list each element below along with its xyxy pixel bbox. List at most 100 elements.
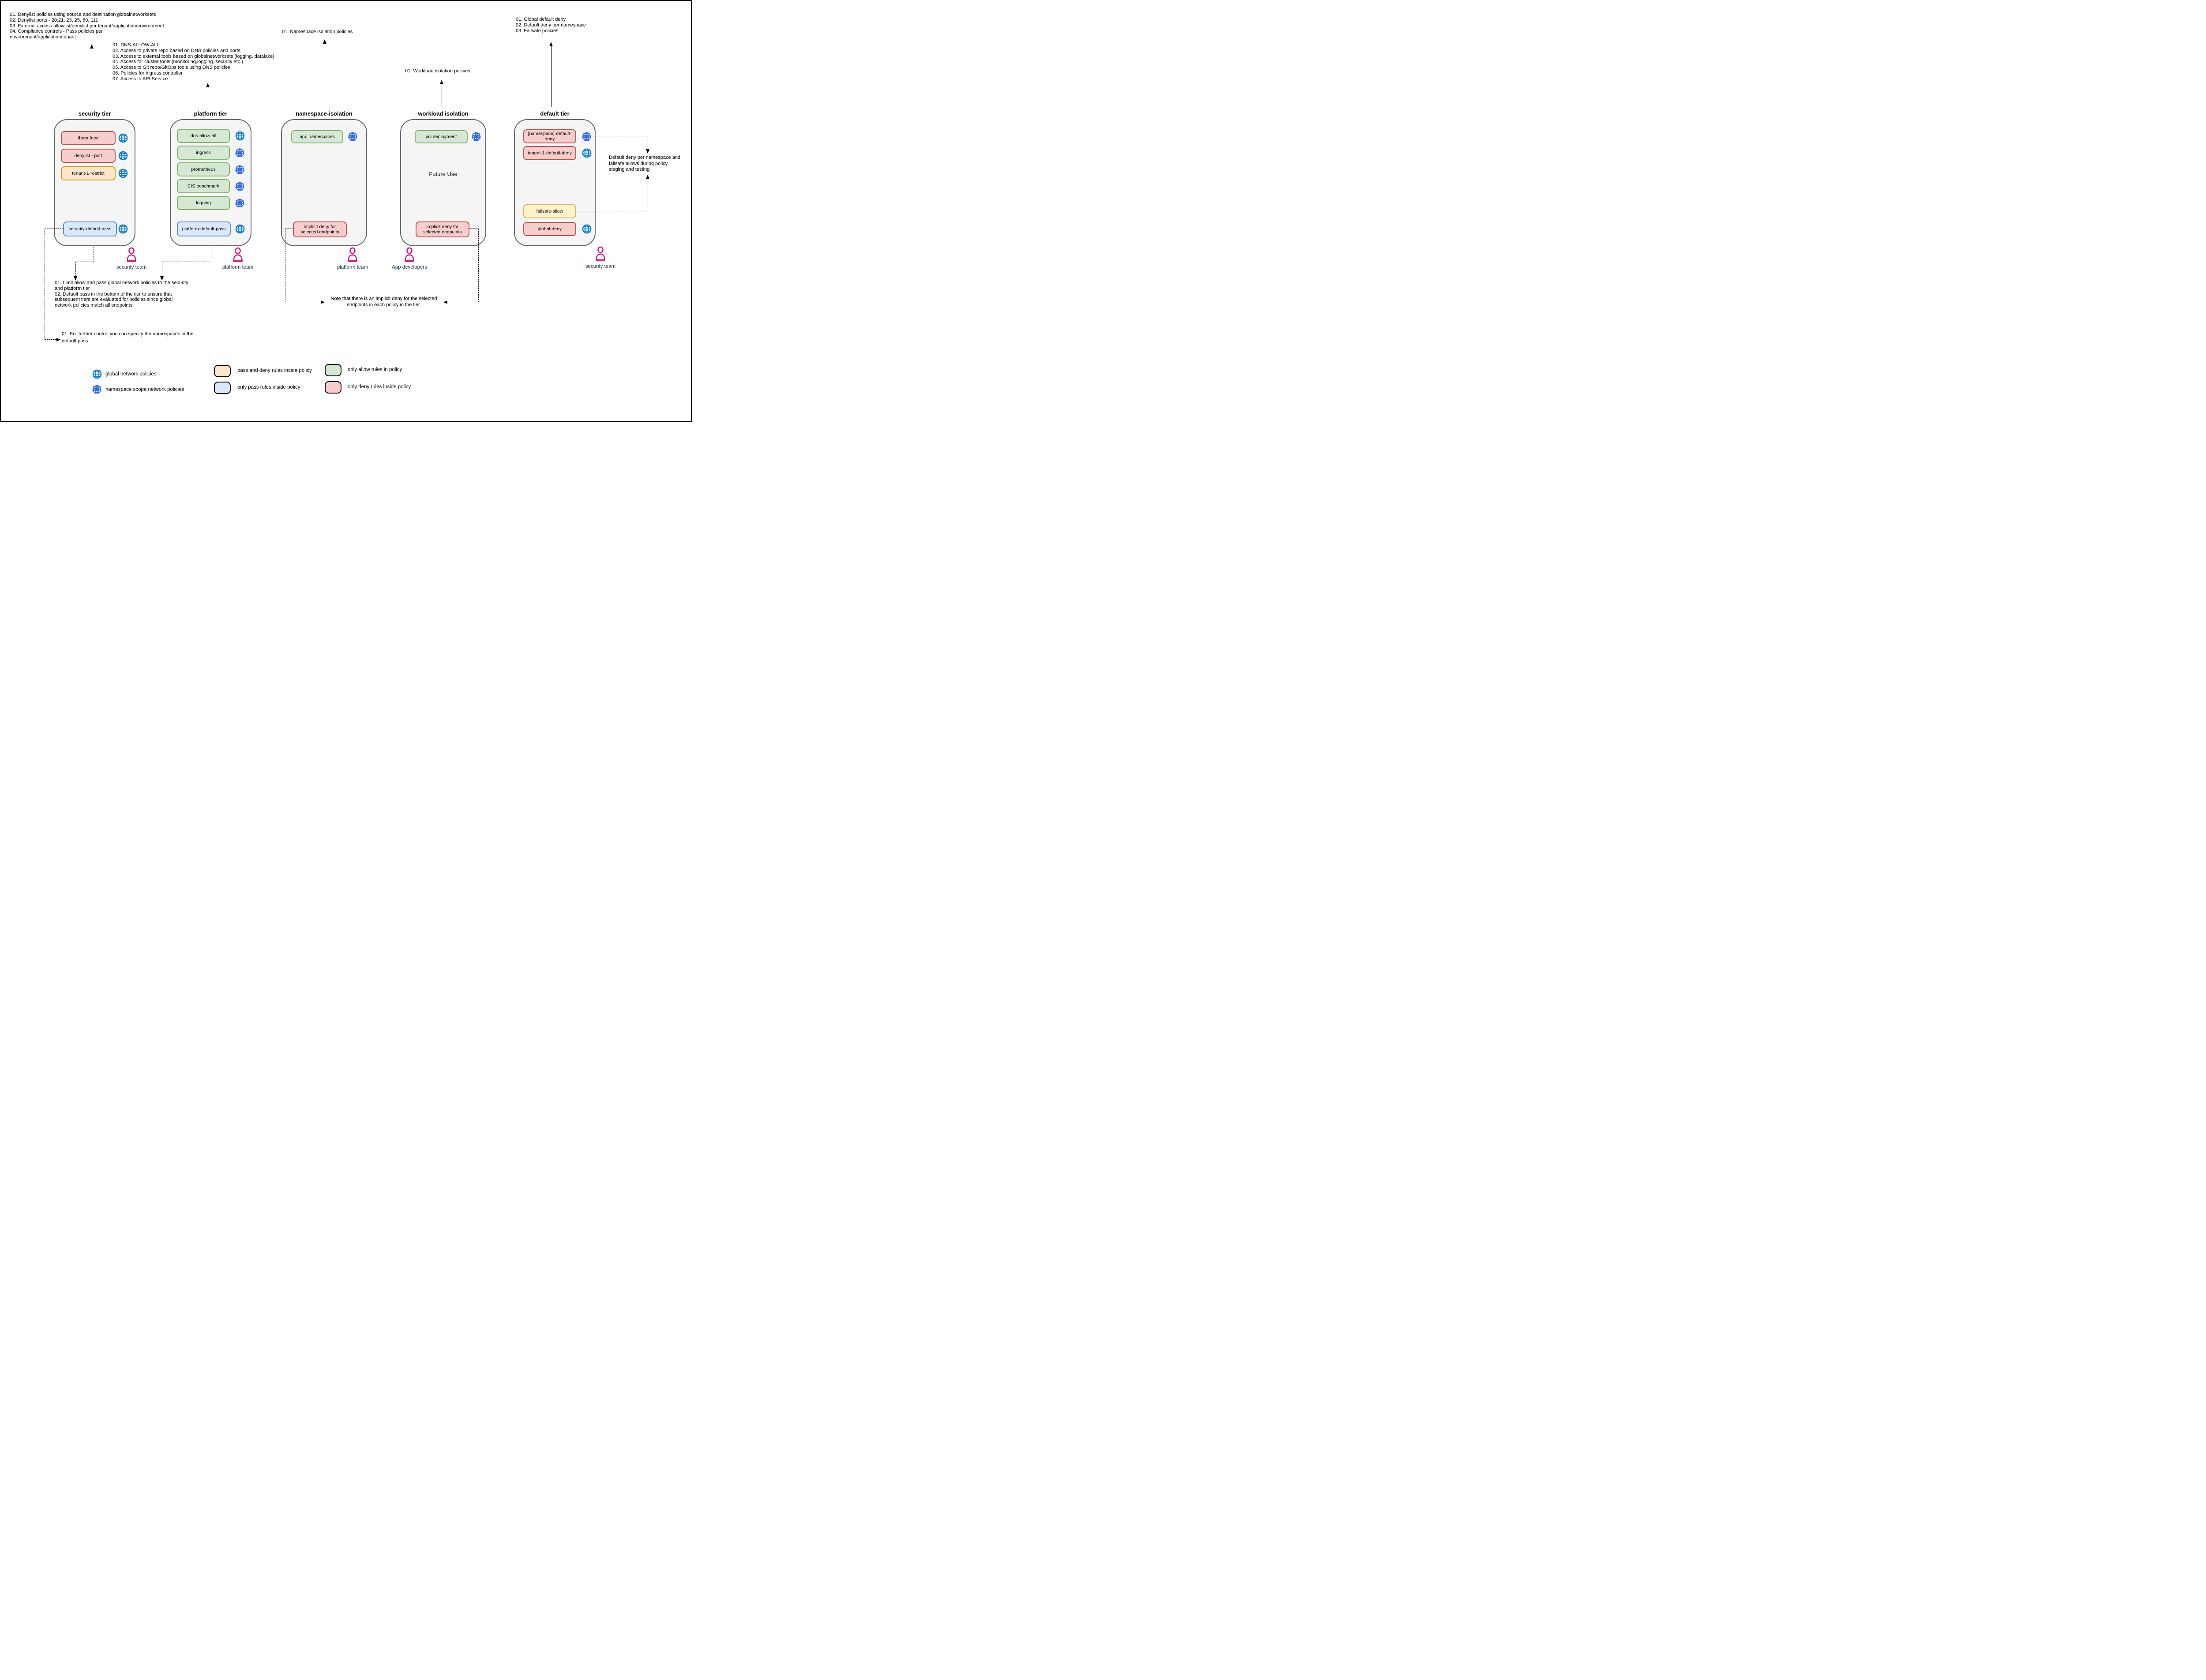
legend-label-pass-deny: pass and deny rules inside policy — [237, 368, 312, 373]
legend-label-deny: only deny rules inside policy — [348, 384, 411, 390]
team-label-security-2: security team — [585, 264, 616, 269]
arrowhead-up-icon — [549, 42, 553, 46]
tier-title-platform: platform tier — [194, 110, 228, 117]
legend-swatch-pass-deny — [214, 365, 231, 377]
note-line: endpoints in each policy in the tier. — [346, 302, 421, 308]
policy-cis-benchmark: CIS benchmark — [177, 179, 230, 193]
namespace-icon — [235, 198, 245, 208]
arrowhead-up-icon — [646, 175, 649, 179]
annotation-line: 01. Global default deny — [516, 17, 566, 22]
team-label-app-developers: App developers — [392, 265, 427, 270]
globe-icon — [235, 131, 245, 141]
annotation-line: 01. Namespace isolation policies — [282, 29, 353, 34]
legend-swatch-allow — [325, 364, 341, 376]
policy-pci-deployment: pci deployment — [415, 130, 468, 143]
note-line: 02. Default pass in the bottom of the ti… — [55, 291, 172, 297]
legend-label-namespace: namespace scope network policies — [105, 387, 184, 392]
arrow-default-annotation — [551, 46, 552, 107]
note-line: failsafe allows during policy — [609, 161, 668, 166]
annotation-line: 01. DNS-ALLOW-ALL — [113, 42, 160, 48]
legend-label-allow: only allow rules in policy — [348, 367, 402, 372]
tier-title-namespace-isolation: namespace-isolation — [296, 110, 353, 117]
annotation-line: 02. Denylist ports - 20:21, 23, 25, 69, … — [10, 17, 98, 23]
globe-icon — [118, 224, 128, 234]
tier-title-workload-isolation: workload isolation — [418, 110, 469, 117]
note-limit-allow-pass: 01. Limit allow and pass global network … — [55, 280, 188, 308]
policy-global-deny: global-deny — [523, 222, 576, 236]
policy-tenant-1-restrict: tenant-1-restrict — [61, 166, 116, 180]
legend-label-global: global network policies — [105, 371, 157, 377]
annotation-line: 05. Access to Git repo/GitOps tools usin… — [113, 65, 230, 71]
globe-icon — [582, 148, 592, 158]
policy-namespace-default-deny: [namespace]-default-deny — [523, 129, 576, 143]
annotation-line: 03. External access allowlist/denylist p… — [10, 23, 164, 29]
note-line: Default deny per namespace and — [609, 155, 681, 160]
arrowhead-right-icon — [321, 300, 325, 304]
person-icon — [347, 247, 358, 262]
annotation-line: 02. Default deny per namespace — [516, 22, 586, 28]
legend-swatch-deny — [325, 381, 341, 394]
annotation-line: 01. Denylist policies using source and d… — [10, 12, 156, 17]
annotation-line: 06. Policies for ingress controller — [113, 70, 183, 76]
note-line: staging and testing — [609, 167, 650, 172]
note-line: Note that there is an implicit deny for … — [330, 296, 437, 301]
note-implicit-deny: Note that there is an implicit deny for … — [325, 296, 443, 308]
arrowhead-up-icon — [323, 39, 326, 44]
connector-wl-implicit-down — [478, 229, 479, 302]
person-icon — [126, 247, 137, 262]
person-icon — [404, 247, 415, 262]
policy-prometheus: prometheus — [177, 162, 230, 176]
namespace-icon — [235, 181, 245, 191]
team-label-platform-2: platform team — [337, 265, 368, 270]
annotation-line: 07. Access to API Service — [113, 76, 168, 82]
annotation-line: 04. Compliance controls - Pass policies … — [10, 29, 103, 34]
policy-tenant-1-default-deny: tenant-1-default-deny — [523, 146, 576, 160]
policy-ingress: ingress — [177, 146, 230, 160]
globe-icon — [118, 133, 128, 143]
annotation-namespace-isolation: 01. Namespace isolation policies — [282, 29, 353, 35]
note-line: 01. For further control you can specify … — [62, 331, 194, 337]
policy-denylist-port: denylist - port — [61, 149, 116, 163]
note-line: subsequent tiers are evaluated for polic… — [55, 297, 173, 303]
annotation-platform-tier: 01. DNS-ALLOW-ALL 02. Access to private … — [113, 42, 274, 82]
namespace-icon — [582, 131, 592, 141]
arrowhead-up-icon — [439, 80, 443, 84]
note-line: and platform tier — [55, 285, 90, 291]
tier-title-default: default tier — [540, 110, 570, 117]
arrowhead-up-icon — [90, 44, 94, 49]
arrowhead-up-icon — [206, 83, 210, 87]
annotation-line: 04. Access for cluster tools (monitoring… — [113, 59, 243, 65]
legend-label-pass: only pass rules inside policy — [237, 385, 300, 390]
team-label-security-1: security team — [116, 265, 147, 270]
team-label-platform-1: platform team — [222, 265, 254, 270]
namespace-icon — [92, 384, 102, 394]
arrowhead-left-icon — [443, 300, 447, 304]
note-line: 01. Limit allow and pass global network … — [55, 280, 188, 285]
globe-icon — [118, 169, 128, 178]
annotation-default-tier: 01. Global default deny 02. Default deny… — [516, 17, 586, 34]
annotation-line: 01. Workload isolation policies — [405, 68, 470, 74]
annotation-line: 02. Access to private repo based on DNS … — [113, 48, 240, 53]
namespace-icon — [471, 131, 481, 141]
policy-platform-default-pass: platform-default-pass — [177, 221, 231, 236]
arrowhead-right-icon — [56, 338, 60, 341]
person-icon — [595, 246, 606, 261]
person-icon — [233, 247, 243, 262]
note-default-deny-staging: Default deny per namespace and failsafe … — [609, 155, 680, 173]
diagram-canvas: 01. Denylist policies using source and d… — [0, 0, 692, 422]
globe-icon — [582, 224, 592, 234]
globe-icon — [118, 151, 128, 161]
policy-threatfeed: threatfeed — [61, 131, 116, 145]
policy-security-default-pass: security-default-pass — [63, 221, 117, 236]
namespace-icon — [348, 131, 358, 141]
connector-further-control — [45, 339, 56, 340]
arrowhead-down-icon — [160, 276, 164, 281]
policy-implicit-deny-workload: implicit deny for selected endpoints — [416, 221, 469, 237]
tier-title-security: security tier — [78, 110, 111, 117]
arrowhead-down-icon — [646, 149, 649, 154]
annotation-line: 03. Failsafe policies — [516, 28, 559, 34]
policy-dns-allow-all: dns-allow-all — [177, 129, 230, 143]
legend-swatch-pass — [214, 382, 231, 394]
future-use-label: Future Use — [429, 171, 458, 177]
globe-icon — [92, 369, 102, 379]
